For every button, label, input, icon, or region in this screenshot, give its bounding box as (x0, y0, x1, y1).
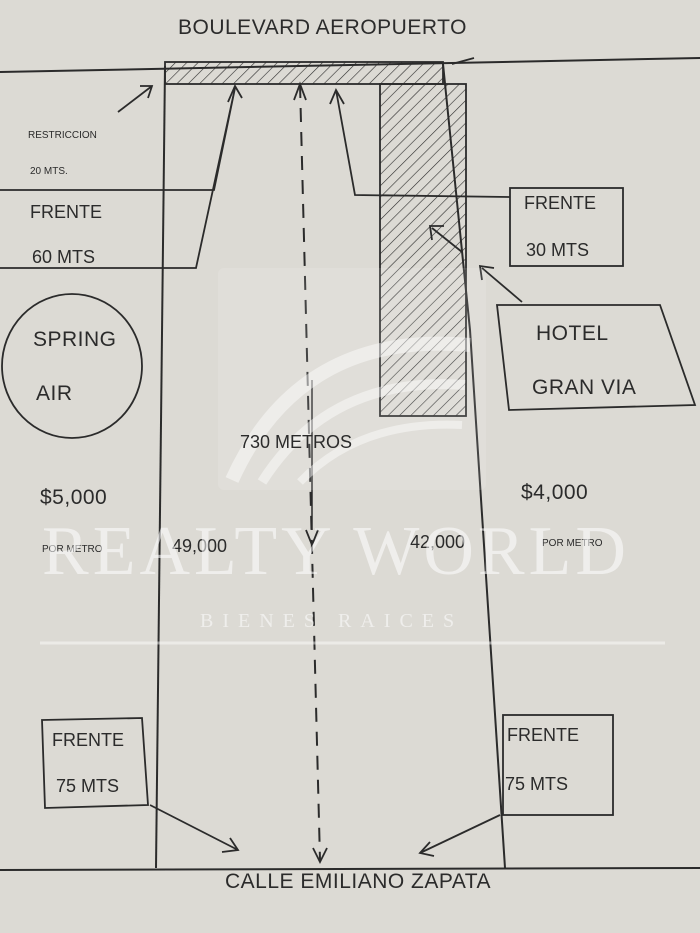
right-front-bottom-value: 75 MTS (505, 774, 569, 794)
length-label: 730 METROS (240, 432, 353, 452)
center-dashed-line (299, 83, 321, 861)
left-front-bottom-value: 75 MTS (56, 776, 120, 796)
right-front-bottom-label: FRENTE (507, 725, 579, 745)
spring-air-circle (1, 293, 143, 439)
inner-left-lot-line (0, 87, 236, 269)
right-price: $4,000 (521, 481, 589, 504)
top-street-label: BOULEVARD AEROPUERTO (178, 16, 467, 39)
bottom-street-line (0, 867, 700, 871)
spring-air-line2: AIR (36, 382, 73, 405)
hotel-line1: HOTEL (536, 322, 609, 345)
right-front-bottom-box (502, 714, 614, 816)
arrow-heads (117, 57, 523, 865)
right-hatched-strip (379, 83, 467, 417)
right-front-top-box (509, 187, 624, 267)
left-area: 49,000 (172, 536, 228, 556)
property-left-boundary (155, 65, 166, 869)
watermark-tagline: BIENES RAICES (200, 610, 464, 632)
spring-air-line1: SPRING (33, 328, 117, 351)
inner-right-lot-line (335, 89, 511, 198)
left-front-bottom-box (41, 717, 149, 809)
hotel-line2: GRAN VIA (532, 376, 637, 399)
restriction-label: RESTRICCION (28, 130, 97, 141)
restriction-strip (164, 61, 444, 85)
right-price-unit: POR METRO (542, 538, 603, 549)
watermark-logo (40, 268, 665, 645)
restriction-value: 20 MTS. (30, 166, 68, 177)
left-front-top-label: FRENTE (30, 202, 102, 222)
left-front-top-value: 60 MTS (32, 247, 96, 267)
right-front-top-label: FRENTE (524, 193, 596, 213)
right-area: 42,000 (410, 532, 466, 552)
property-right-boundary (442, 63, 506, 869)
left-price: $5,000 (40, 486, 108, 509)
bottom-street-label: CALLE EMILIANO ZAPATA (225, 870, 492, 893)
right-front-top-value: 30 MTS (526, 240, 590, 260)
left-price-unit: POR METRO (42, 544, 103, 555)
hotel-gran-via-box (495, 304, 697, 411)
watermark-brand: REALTY WORLD (42, 513, 630, 590)
left-front-bottom-label: FRENTE (52, 730, 124, 750)
